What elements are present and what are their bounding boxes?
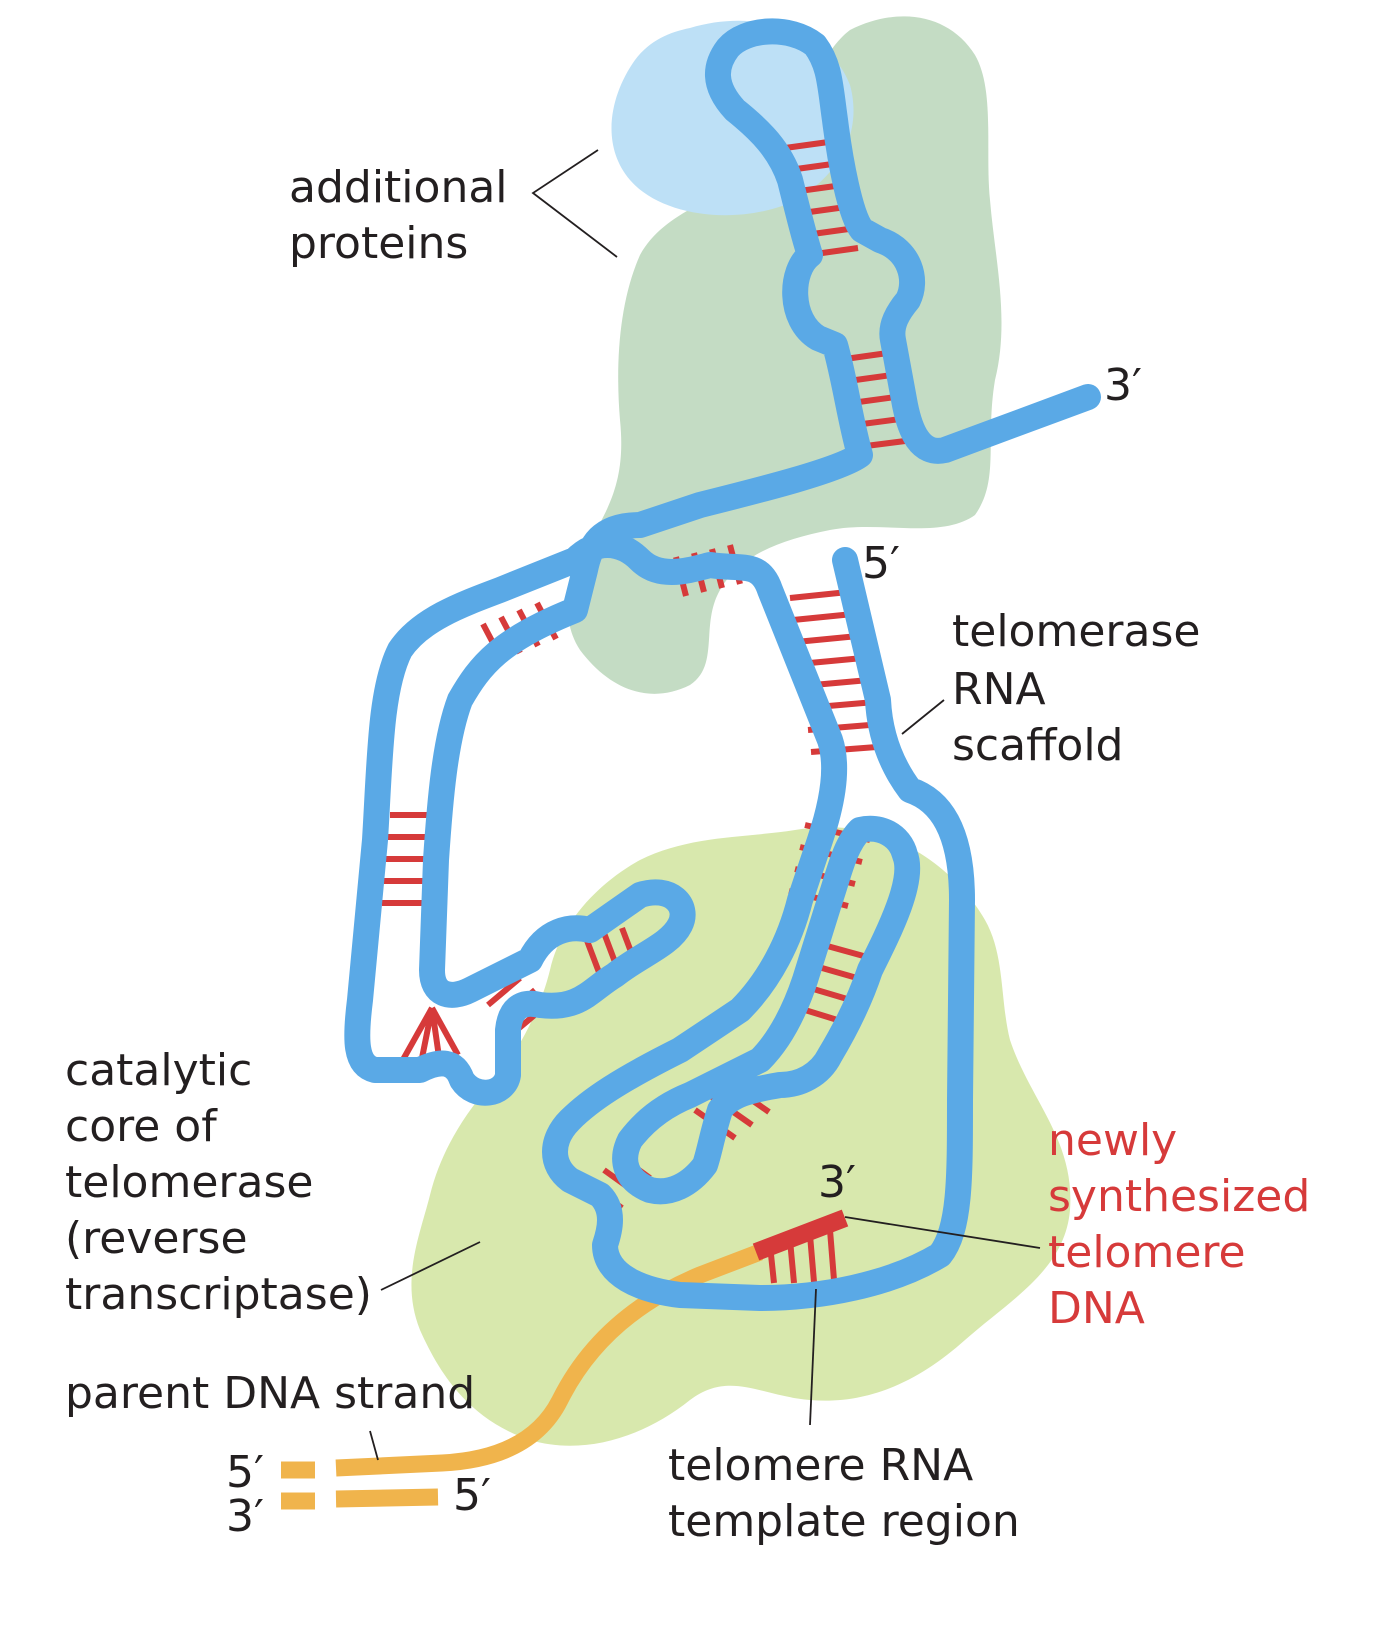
label-rna-3prime: 3′: [1104, 360, 1142, 411]
label-telomerase-rna-scaffold: telomerase RNA scaffold: [952, 606, 1214, 771]
label-parent-3prime-left: 3′: [226, 1491, 264, 1542]
new-telomere-dna: [752, 1209, 849, 1261]
label-parent-5prime-right: 5′: [453, 1470, 491, 1521]
label-newly-synthesized-telomere-dna: newly synthesized telomere DNA: [1048, 1115, 1324, 1334]
telomerase-rna-inner-loop: [612, 815, 921, 1205]
label-catalytic-core: catalytic core of telomerase (reverse tr…: [65, 1045, 372, 1320]
label-rna-5prime: 5′: [862, 538, 900, 589]
parent-dna-bottom-strand: [335, 1488, 439, 1508]
telomerase-rna-backbone: [344, 18, 1101, 1311]
label-parent-dna-strand: parent DNA strand: [65, 1368, 475, 1419]
label-new-dna-3prime: 3′: [818, 1157, 856, 1208]
label-additional-proteins: additional proteins: [289, 162, 522, 269]
catalytic-core-blob: [411, 827, 1071, 1446]
label-parent-5prime-left: 5′: [226, 1447, 264, 1498]
label-telomere-rna-template-region: telomere RNA template region: [668, 1440, 1020, 1547]
leader-lines: [369, 149, 1041, 1461]
